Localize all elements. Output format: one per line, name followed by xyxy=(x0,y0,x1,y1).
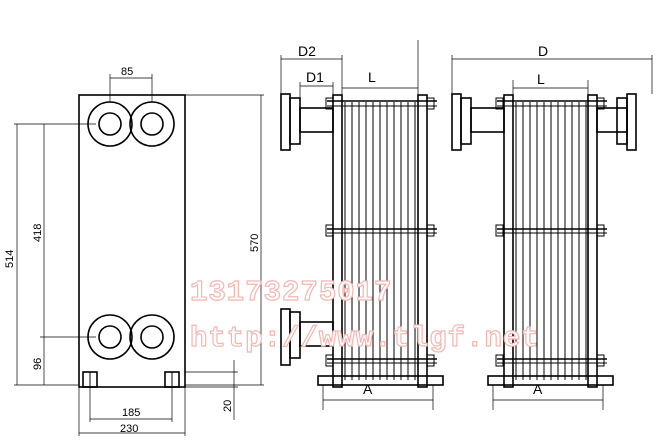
nozzle-left xyxy=(470,107,505,133)
flange-left-inner xyxy=(460,97,472,145)
nozzle-top xyxy=(299,107,334,133)
flange-left-outer xyxy=(451,93,462,151)
dim-a-small: A xyxy=(363,381,373,397)
port-bottom-left-inner xyxy=(98,325,122,349)
dim-d2: D2 xyxy=(298,43,316,59)
pressure-plate xyxy=(417,94,428,388)
plate-pack-large xyxy=(515,102,587,380)
dim-port-spacing: 85 xyxy=(121,66,133,78)
dim-96: 96 xyxy=(32,358,44,370)
dim-d: D xyxy=(538,43,548,59)
watermark-phone: 13173275017 xyxy=(190,276,392,309)
dim-185: 185 xyxy=(122,407,140,419)
dim-230: 230 xyxy=(120,423,138,435)
dim-l-small: L xyxy=(368,69,376,85)
side-view-large: D L A xyxy=(451,43,653,410)
fixed-plate-large xyxy=(503,94,514,388)
base-rail-large xyxy=(487,375,614,386)
dim-a-large: A xyxy=(533,381,543,397)
dim-514: 514 xyxy=(4,250,16,268)
flange-bottom-outer xyxy=(280,308,291,366)
dim-418: 418 xyxy=(32,224,44,242)
base-rail xyxy=(317,375,444,386)
front-view: 85 514 418 96 570 20 185 230 xyxy=(4,66,264,436)
port-bottom-right xyxy=(129,314,175,360)
flange-right-outer xyxy=(626,93,637,151)
port-top-right xyxy=(129,101,175,147)
dim-20: 20 xyxy=(222,400,234,412)
port-bottom-right-inner xyxy=(140,325,164,349)
watermark-url: http://www.tlgf.net xyxy=(190,322,540,355)
flange-top-inner xyxy=(289,97,301,145)
dim-570: 570 xyxy=(249,234,261,252)
port-top-right-inner xyxy=(140,112,164,136)
port-top-left-inner xyxy=(98,112,122,136)
pressure-plate-large xyxy=(587,94,598,388)
flange-top-outer xyxy=(280,93,291,151)
plate-outline xyxy=(78,94,186,388)
nozzle-right xyxy=(596,107,628,133)
flange-right-inner xyxy=(616,97,628,145)
dim-d1: D1 xyxy=(306,69,324,85)
fixed-plate xyxy=(332,94,343,388)
plate-pack xyxy=(344,102,416,380)
dim-l-large: L xyxy=(537,71,545,87)
side-view-small: D2 D1 L A xyxy=(280,40,444,410)
